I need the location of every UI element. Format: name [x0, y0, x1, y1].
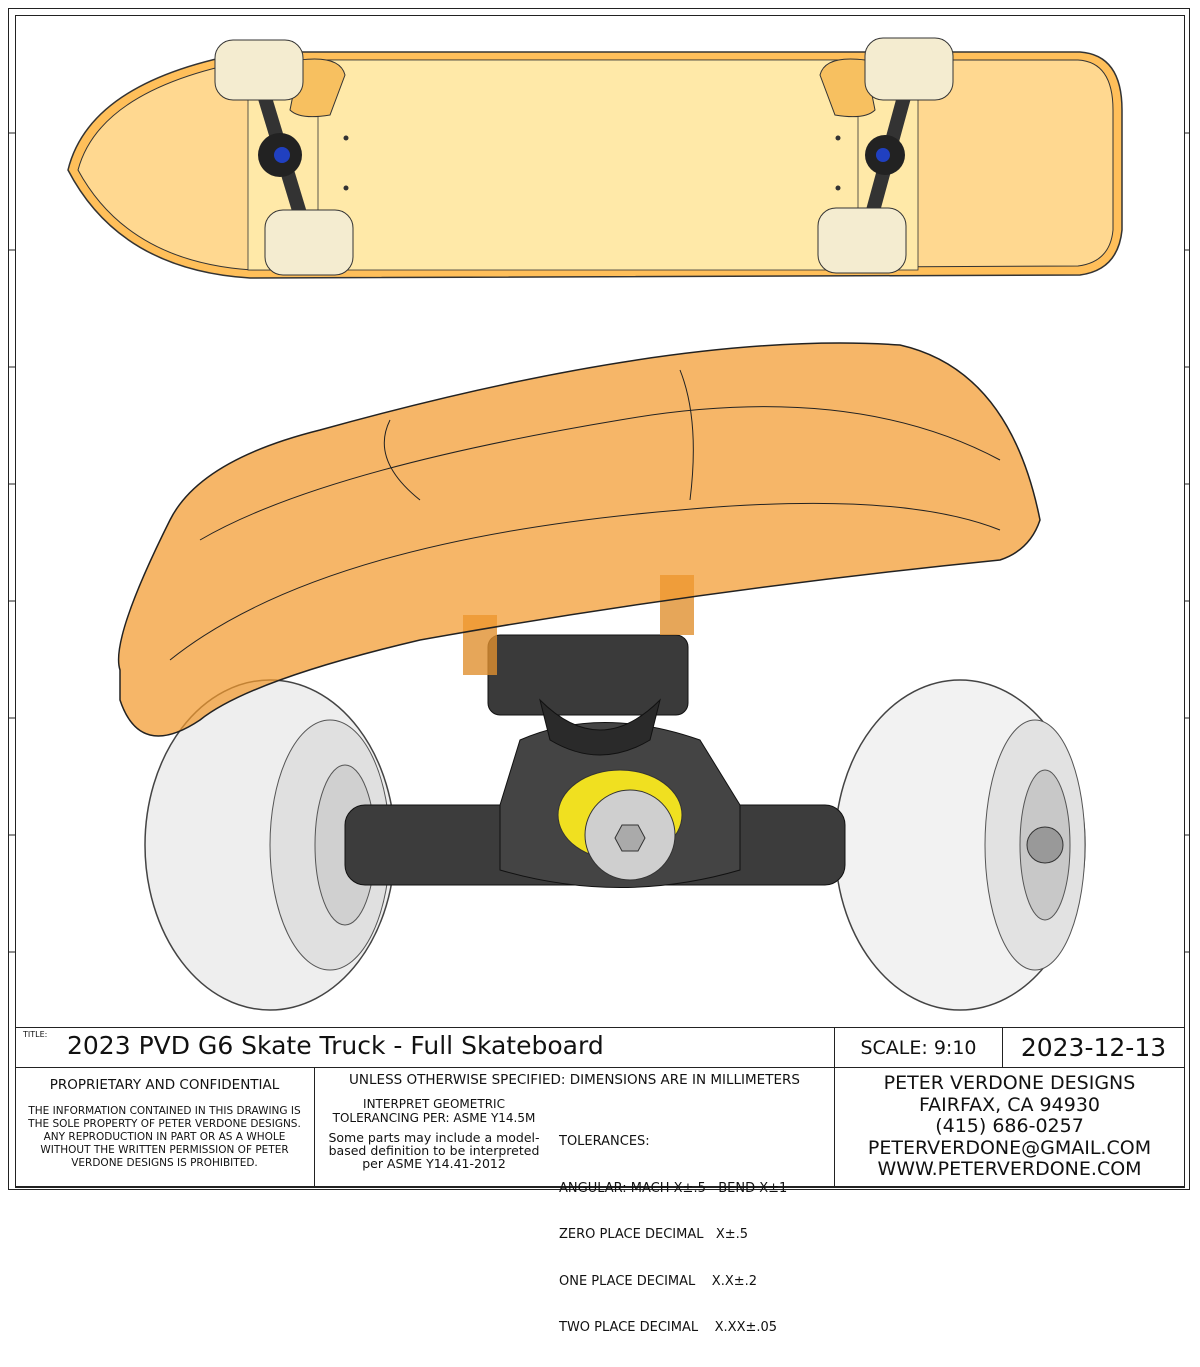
- proprietary-text: THE INFORMATION CONTAINED IN THIS DRAWIN…: [28, 1105, 301, 1169]
- tolerance-line: ONE PLACE DECIMAL X.X±.2: [559, 1273, 758, 1289]
- iso-view-skateboard: [117, 342, 1086, 1011]
- title-label: TITLE:: [23, 1030, 48, 1039]
- company-address: FAIRFAX, CA 94930: [918, 1093, 1100, 1116]
- border-zone-ticks: [8, 132, 1190, 953]
- title-block: TITLE: 2023 PVD G6 Skate Truck - Full Sk…: [15, 1027, 1185, 1335]
- proprietary-cell: PROPRIETARY AND CONFIDENTIAL THE INFORMA…: [15, 1068, 315, 1188]
- units-note: UNLESS OTHERWISE SPECIFIED: DIMENSIONS A…: [349, 1072, 800, 1088]
- sheet-outer-border: [8, 8, 1190, 1190]
- company-website: WWW.PETERVERDONE.COM: [877, 1158, 1142, 1180]
- scale-cell: SCALE: 9:10: [835, 1028, 1003, 1068]
- tolerance-line: ANGULAR: MACH X±.5 BEND X±1: [559, 1180, 788, 1196]
- sheet-inner-border: [15, 15, 1185, 1187]
- company-email: PETERVERDONE@GMAIL.COM: [867, 1136, 1152, 1159]
- company-name: PETER VERDONE DESIGNS: [883, 1072, 1136, 1094]
- tolerance-line: TWO PLACE DECIMAL X.XX±.05: [559, 1320, 778, 1335]
- tolerance-line: ZERO PLACE DECIMAL X±.5: [559, 1227, 749, 1242]
- gdt-note: INTERPRET GEOMETRIC TOLERANCING PER: ASM…: [332, 1097, 536, 1125]
- tolerances-list: TOLERANCES: ANGULAR: MACH X±.5 BEND X±1 …: [559, 1103, 787, 1367]
- truck-right-top: [817, 37, 954, 274]
- tolerance-line: TOLERANCES:: [559, 1134, 650, 1149]
- company-cell: PETER VERDONE DESIGNS FAIRFAX, CA 94930 …: [835, 1068, 1185, 1188]
- top-view-skateboard: [67, 37, 1123, 279]
- proprietary-heading: PROPRIETARY AND CONFIDENTIAL: [49, 1077, 280, 1093]
- notes-cell: UNLESS OTHERWISE SPECIFIED: DIMENSIONS A…: [315, 1068, 835, 1335]
- truck-left-top: [214, 39, 354, 276]
- drawing-title: 2023 PVD G6 Skate Truck - Full Skateboar…: [67, 1031, 604, 1060]
- company-phone: (415) 686-0257: [935, 1115, 1084, 1137]
- date-cell: 2023-12-13: [1003, 1028, 1185, 1068]
- drawing-area: [8, 37, 1190, 1011]
- mbd-note: Some parts may include a model-based def…: [328, 1130, 540, 1171]
- deck-iso: [117, 342, 1041, 737]
- title-cell: TITLE: 2023 PVD G6 Skate Truck - Full Sk…: [15, 1028, 835, 1068]
